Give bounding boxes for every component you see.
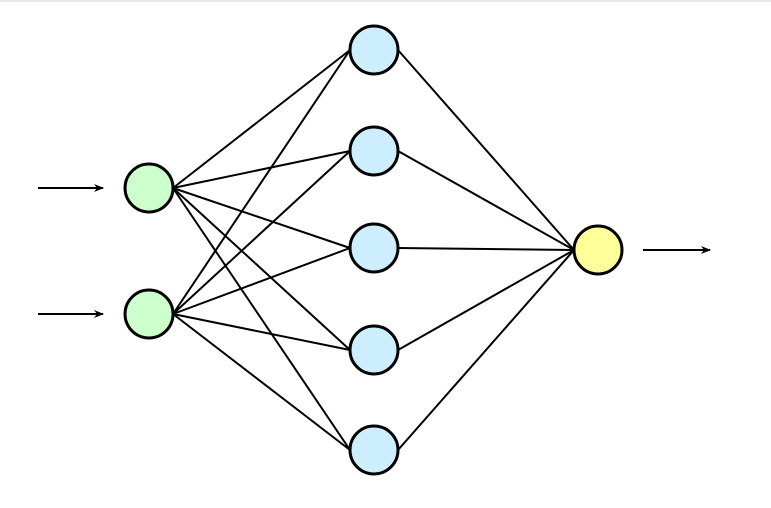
hidden-node — [348, 222, 400, 274]
connection-edge — [397, 49, 575, 251]
output-node — [572, 224, 624, 276]
connection-edge — [172, 150, 351, 315]
connection-edge — [172, 187, 351, 249]
input-node — [123, 288, 175, 340]
connection-edge — [172, 313, 351, 451]
hidden-node — [348, 125, 400, 177]
connection-edge — [397, 247, 575, 251]
connection-edge — [397, 150, 575, 251]
top-border — [0, 0, 771, 2]
connection-edge — [172, 247, 351, 315]
hidden-node — [348, 424, 400, 476]
connection-edge — [172, 187, 351, 451]
connection-edge — [172, 313, 351, 351]
hidden-node — [348, 324, 400, 376]
input-node — [123, 162, 175, 214]
connection-edge — [172, 187, 351, 351]
connection-edge — [172, 49, 351, 189]
connection-edge — [172, 150, 351, 189]
hidden-node — [348, 24, 400, 76]
connection-edge — [172, 49, 351, 315]
connection-edge — [397, 249, 575, 351]
connection-edge — [397, 249, 575, 451]
